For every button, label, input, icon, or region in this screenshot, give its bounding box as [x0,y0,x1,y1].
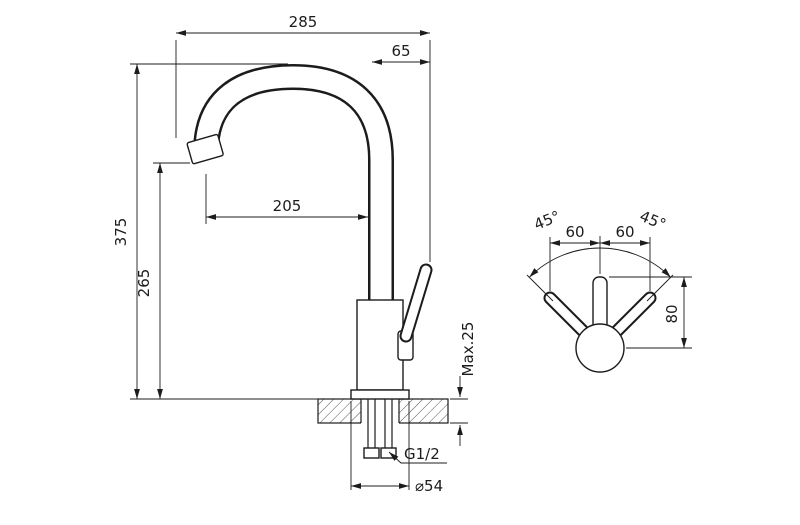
callout-thread: G1/2 [388,445,447,464]
dimension-spout-reach: 205 [205,174,368,224]
handle-center-position [592,276,608,330]
dimension-total-height: 375 [112,63,318,400]
dim-label-205: 205 [273,197,302,215]
dimension-overall-width: 285 [175,13,431,262]
dimension-handle-offset: 65 [372,42,430,65]
dim-label-60-left: 60 [565,223,584,241]
front-view: 285 65 375 265 205 [112,13,477,495]
dim-label-g12: G1/2 [404,445,440,463]
spout-nozzle [186,133,224,165]
dim-label-375: 375 [112,218,130,247]
dim-label-45-right: 45° [637,207,668,234]
dim-label-60-right: 60 [615,223,634,241]
dim-label-80: 80 [663,304,681,323]
faucet-body [356,299,404,391]
body-ball [575,323,625,373]
handle-lever [397,263,433,361]
dim-label-d54: ⌀54 [415,477,443,495]
dimension-handle-height: 80 [609,276,692,349]
hose-end-left [363,447,380,459]
dimension-spout-height: 265 [135,162,190,399]
dimension-counter-thickness: Max.25 [450,322,477,446]
dim-label-65: 65 [391,42,410,60]
base-flange [350,389,410,400]
dimension-base-diameter: ⌀54 [350,401,443,495]
dim-label-45-left: 45° [531,207,562,234]
handle-swing-view: 45° 45° 60 60 80 [526,207,692,373]
countertop [317,398,449,424]
dim-label-max25: Max.25 [459,322,477,377]
dim-label-265: 265 [135,269,153,298]
dimension-swing-width: 60 60 [549,223,651,291]
spout-tube [193,63,394,302]
dim-label-285: 285 [289,13,318,31]
